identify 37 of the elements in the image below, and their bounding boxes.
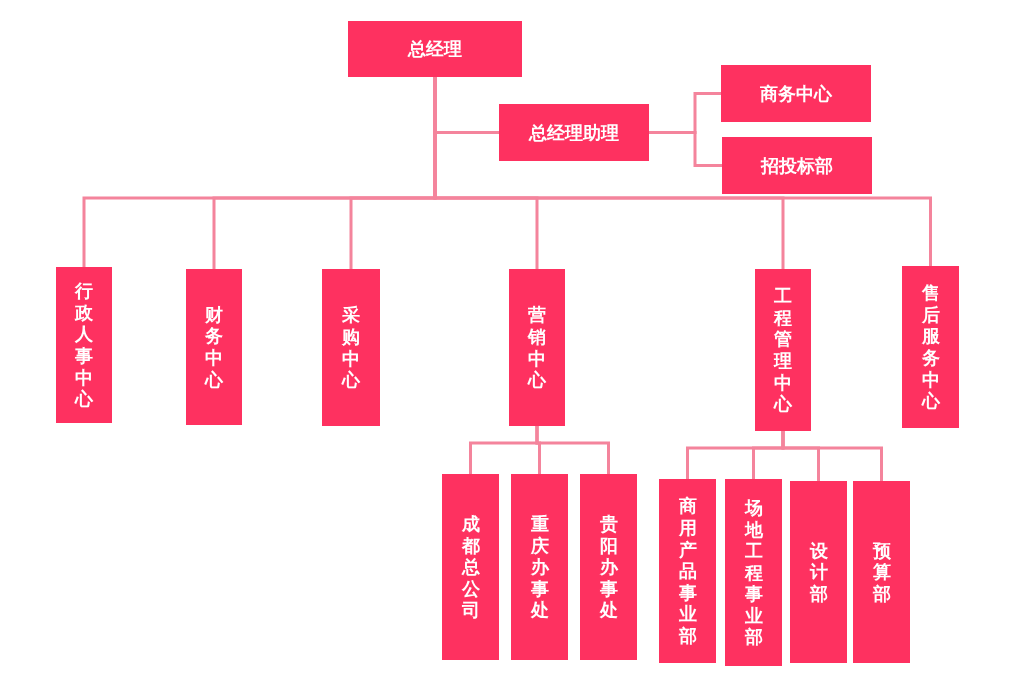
- box-label: 场地工程事业部: [744, 496, 763, 649]
- org-box: [348, 21, 522, 77]
- connector-line: [781, 431, 883, 481]
- box-label: 商务中心: [760, 81, 832, 106]
- org-box: [721, 65, 871, 122]
- box-label: 商用产品事业部: [678, 495, 697, 647]
- org-box: [511, 474, 568, 660]
- org-box: [499, 104, 649, 161]
- box-label: 行政人事中心: [75, 280, 93, 410]
- org-box: [659, 479, 716, 663]
- box-label: 总经理: [408, 37, 462, 61]
- org-box: [902, 266, 959, 428]
- connector-line: [535, 426, 610, 474]
- box-label: 贵阳办事处: [599, 513, 618, 621]
- box-label: 总经理助理: [529, 120, 619, 145]
- org-box: [442, 474, 499, 660]
- box-label: 采购中心: [342, 304, 360, 391]
- org-box: [580, 474, 637, 660]
- box-label: 预算部: [872, 539, 891, 605]
- box-label: 重庆办事处: [530, 513, 549, 621]
- org-box: [853, 481, 910, 663]
- box-label: 工程管理中心: [774, 285, 792, 415]
- org-box: [725, 479, 782, 666]
- org-box: [56, 267, 112, 423]
- box-label: 营销中心: [528, 304, 546, 391]
- connector-line: [649, 131, 722, 167]
- box-label: 招投标部: [761, 153, 833, 178]
- org-box: [322, 269, 380, 426]
- box-label: 售后服务中心: [921, 282, 940, 412]
- box-label: 设计部: [809, 539, 828, 605]
- org-box: [790, 481, 847, 663]
- box-label: 财务中心: [205, 303, 223, 391]
- org-box: [186, 269, 242, 425]
- org-box: [722, 137, 872, 194]
- org-box: [509, 269, 565, 426]
- org-box: [755, 269, 811, 431]
- box-label: 成都总公司: [461, 513, 480, 621]
